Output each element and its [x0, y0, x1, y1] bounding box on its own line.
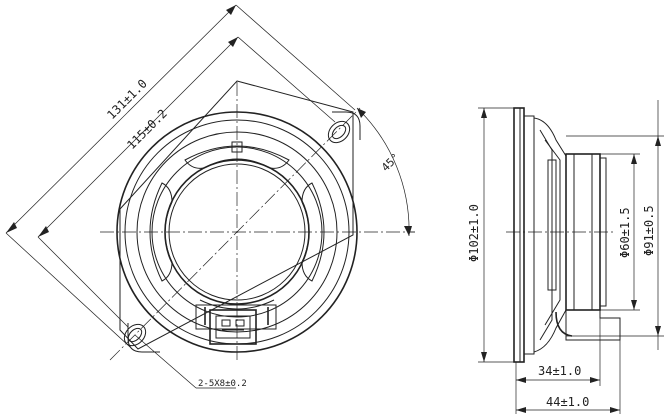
dim-depth: [515, 318, 621, 414]
dim-outer-diagonal: [5, 4, 356, 348]
label-magnet-diameter: Φ60±1.5: [618, 207, 632, 258]
label-frame-diameter: Φ91±0.5: [642, 205, 656, 256]
basket-window-top: [184, 145, 290, 169]
dim-total-depth: [516, 407, 620, 413]
side-view: Φ102±1.0 Φ60±1.5 Φ91±0.5 34±1.0: [467, 100, 664, 414]
dim-magnet-diameter: [631, 154, 637, 310]
label-slot: 2-5X8±0.2: [198, 379, 247, 389]
terminal-connector: [195, 304, 277, 345]
label-inner-diagonal: 115±0.2: [124, 106, 170, 152]
label-outer-diameter: Φ102±1.0: [467, 204, 481, 262]
dim-frame-diameter: [655, 100, 661, 350]
label-total-depth: 44±1.0: [546, 395, 589, 409]
label-angle: 45°: [379, 151, 402, 174]
mounting-slot-top-right: [327, 120, 351, 144]
centerline-diagonal: [109, 107, 361, 361]
basket-window-right: [301, 182, 325, 282]
slot-callout: [134, 334, 236, 389]
dim-outer-diameter: [481, 108, 487, 362]
basket-window-left: [149, 182, 173, 282]
angle-dimension: [356, 107, 415, 237]
side-terminal: [565, 310, 621, 341]
front-view: 131±1.0 115±0.2 45° 2-5X8±0.2: [5, 4, 415, 389]
dim-inner-diagonal: [37, 36, 336, 328]
flange: [513, 107, 525, 363]
label-depth: 34±1.0: [538, 364, 581, 378]
label-outer-diagonal: 131±1.0: [104, 76, 150, 122]
